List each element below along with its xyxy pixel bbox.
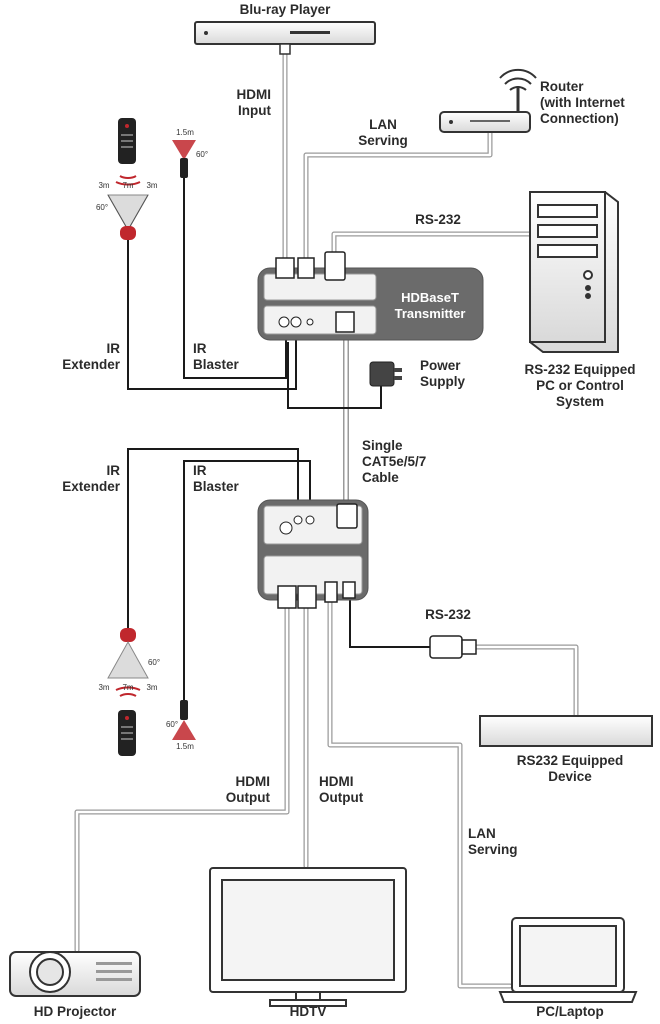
ir-top-cone-angle: 60° — [95, 203, 109, 212]
pc-laptop — [498, 917, 638, 1003]
rs232-cable-bottom — [473, 644, 579, 719]
power-cable — [287, 342, 382, 409]
lan-serving-bottom-label: LAN Serving — [468, 826, 518, 857]
ir-waves-bottom — [115, 686, 141, 697]
ir-blaster-bottom — [172, 700, 196, 740]
ir-extender-cable-top — [127, 240, 297, 390]
pc-label: RS-232 Equipped PC or Control System — [524, 362, 636, 409]
ir-cone-top — [107, 194, 149, 232]
router — [439, 68, 537, 133]
ir-remote-bottom — [118, 710, 136, 756]
ir-blaster-top — [172, 140, 196, 178]
laptop-label: PC/Laptop — [536, 1004, 604, 1019]
lan-serving-top-label: LAN Serving — [358, 117, 408, 148]
bluray-label: Blu-ray Player — [239, 2, 331, 17]
hdbaset-transmitter — [257, 251, 484, 341]
cables — [74, 43, 579, 989]
ir-bottom-mid: 7m — [122, 683, 134, 692]
ir-bottom-range: 1.5m — [176, 742, 194, 751]
hdmi-output-1-label: HDMI Output — [225, 774, 270, 805]
ir-extender-sensor-bottom — [120, 628, 136, 642]
ir-bottom-right: 3m — [146, 683, 158, 692]
rs232-bottom-label: RS-232 — [425, 607, 471, 622]
cat-cable-label: Single CAT5e/5/7 Cable — [362, 438, 427, 485]
ir-blaster-bottom-label: IR Blaster — [193, 463, 239, 494]
ir-top-mid: 7m — [122, 181, 134, 190]
ir-remote-top — [118, 118, 136, 164]
hdmi-output-2-label: HDMI Output — [319, 774, 364, 805]
ir-waves-top — [115, 175, 141, 186]
ir-bottom-angle: 60° — [165, 720, 179, 729]
ir-top-range: 1.5m — [176, 128, 194, 137]
rs232-device — [479, 715, 653, 747]
ir-bottom-cone-angle: 60° — [147, 658, 161, 667]
bluray-player — [194, 21, 376, 45]
ir-top-angle: 60° — [195, 150, 209, 159]
projector-label: HD Projector — [33, 1004, 117, 1019]
power-supply-label: Power Supply — [420, 358, 466, 389]
hdtv-label: HDTV — [289, 1004, 327, 1019]
ir-extender-cable-bottom — [127, 448, 299, 628]
ir-blaster-top-label: IR Blaster — [193, 341, 239, 372]
pc-tower — [529, 191, 619, 353]
ir-blaster-cable-top — [183, 178, 287, 379]
hdmi-input-label: HDMI Input — [236, 87, 272, 118]
rs232-cable-top — [331, 231, 533, 265]
hd-projector — [9, 951, 141, 997]
ir-extender-bottom-label: IR Extender — [62, 463, 120, 494]
ir-top-left: 3m — [98, 181, 110, 190]
ir-blaster-cable-bottom — [183, 460, 311, 700]
thin-cables — [127, 178, 430, 700]
router-label: Router (with Internet Connection) — [540, 79, 625, 126]
ir-bottom-left: 3m — [98, 683, 110, 692]
hdbaset-receiver — [257, 499, 369, 609]
transmitter-label: HDBaseT Transmitter — [394, 290, 466, 321]
power-supply-adapter — [369, 361, 402, 387]
hdtv — [209, 867, 407, 1007]
rs232-thin-bottom — [349, 600, 430, 648]
ir-cone-bottom — [107, 640, 149, 679]
ir-extender-sensor-top — [120, 226, 136, 240]
rs232-device-label: RS232 Equipped Device — [516, 753, 624, 784]
ir-top-right: 3m — [146, 181, 158, 190]
ir-extender-top-label: IR Extender — [62, 341, 120, 372]
db9-connector — [429, 635, 477, 659]
rs232-top-label: RS-232 — [415, 212, 461, 227]
